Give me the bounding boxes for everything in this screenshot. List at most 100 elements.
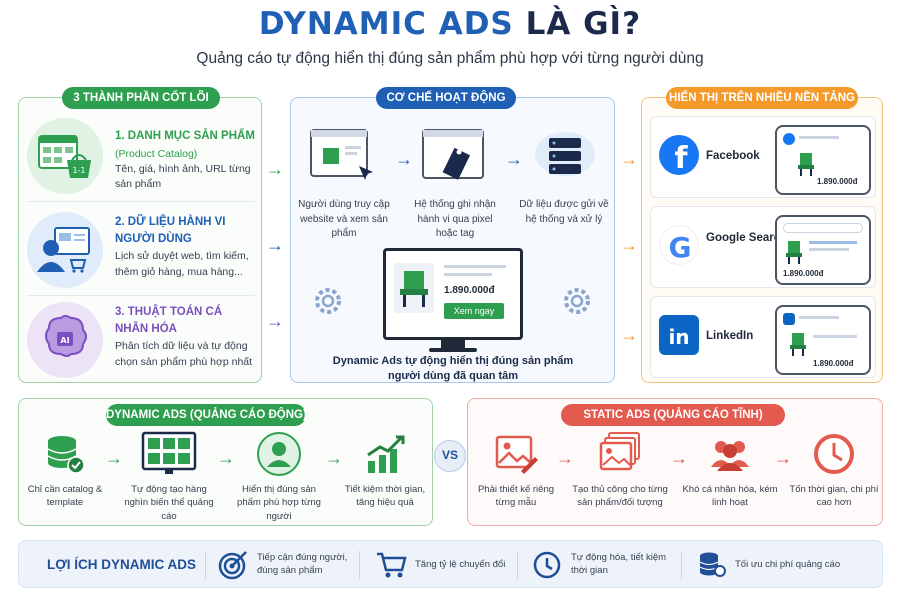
- user-target-icon: [256, 431, 302, 477]
- mechanism-step-3: Dữ liệu được gửi về hệ thống và xử lý: [519, 199, 609, 225]
- gear-icon: [313, 286, 343, 316]
- phone-mockup: 1.890.000đ: [775, 215, 871, 285]
- catalog-desc: Tên, giá, hình ảnh, URL từng sản phẩm: [115, 162, 251, 191]
- dynamic-step-1: Chỉ cần catalog & template: [23, 431, 107, 510]
- dynamic-step-3-text: Hiển thị đúng sản phẩm phù hợp từng ngườ…: [237, 484, 321, 522]
- component-algorithm: AI 3. THUẬT TOÁN CÁ NHÂN HÓA Phân tích d…: [27, 298, 255, 382]
- arrow-right-icon: →: [620, 235, 638, 255]
- ai-brain-icon: AI: [27, 302, 103, 378]
- view-now-button[interactable]: Xem ngay: [444, 303, 504, 319]
- chair-product-icon: [394, 263, 434, 313]
- chair-product-icon: [795, 151, 817, 177]
- avatar: [783, 133, 795, 145]
- benefit-4: Tối ưu chi phí quảng cáo: [695, 549, 855, 581]
- component-catalog: 1-1 1. DANH MỤC SẢN PHẨM (Product Catalo…: [27, 114, 255, 198]
- browser-icon: [309, 126, 381, 188]
- divider: [205, 551, 206, 579]
- dynamic-step-3: Hiển thị đúng sản phẩm phù hợp từng ngườ…: [229, 431, 329, 523]
- platform-facebook: f Facebook 1.890.000đ: [650, 116, 876, 198]
- arrow-right-icon: →: [266, 235, 284, 255]
- title-main: DYNAMIC ADS: [258, 6, 514, 42]
- benefit-4-text: Tối ưu chi phí quảng cáo: [735, 558, 841, 570]
- text-line: [799, 136, 839, 139]
- facebook-label: Facebook: [706, 150, 760, 162]
- platforms-panel: f Facebook 1.890.000đ G Google Search: [641, 97, 883, 383]
- mechanism-step-2: Hệ thống ghi nhận hành vi qua pixel hoặc…: [414, 199, 496, 239]
- static-step-1-text: Phải thiết kế riêng từng mẫu: [477, 484, 555, 509]
- dynamic-step-4-text: Tiết kiệm thời gian, tăng hiệu quả: [344, 484, 426, 509]
- static-step-2: Tạo thủ công cho từng sản phẩm/đối tượng: [568, 431, 672, 510]
- database-check-icon: [42, 431, 88, 477]
- monitor-base: [429, 348, 477, 352]
- image-edit-icon: [493, 431, 539, 477]
- divider: [359, 551, 360, 579]
- benefits-title: LỢI ÍCH DYNAMIC ADS: [47, 557, 197, 572]
- catalog-icon: 1-1: [27, 118, 103, 194]
- catalog-subheading: (Product Catalog): [115, 147, 198, 160]
- platform-google: G Google Search 1.890.000đ: [650, 206, 876, 288]
- vs-badge: VS: [434, 440, 466, 472]
- search-bar: [783, 223, 863, 233]
- ad-price: 1.890.000đ: [444, 285, 495, 296]
- dynamic-step-1-text: Chỉ cần catalog & template: [27, 484, 103, 509]
- ad-price: 1.890.000đ: [813, 359, 854, 368]
- clock-icon: [531, 549, 563, 581]
- benefits-panel: LỢI ÍCH DYNAMIC ADS Tiếp cận đúng người,…: [18, 540, 883, 588]
- gear-icon: [562, 286, 592, 316]
- arrow-right-icon: →: [105, 448, 123, 468]
- static-step-4: Tốn thời gian, chi phí cao hơn: [788, 431, 880, 510]
- static-step-1: Phải thiết kế riêng từng mẫu: [474, 431, 558, 510]
- benefit-2-text: Tăng tỷ lệ chuyển đổi: [415, 558, 506, 570]
- platform-linkedin: in LinkedIn 1.890.000đ: [650, 296, 876, 378]
- clock-icon: [811, 431, 857, 477]
- static-step-4-text: Tốn thời gian, chi phí cao hơn: [789, 484, 879, 509]
- google-label: Google Search: [706, 232, 788, 244]
- text-line: [444, 273, 492, 276]
- benefit-2: Tăng tỷ lệ chuyển đổi: [375, 549, 515, 581]
- text-line: [809, 241, 857, 244]
- arrow-right-icon: →: [774, 448, 792, 468]
- dynamic-step-4: Tiết kiệm thời gian, tăng hiệu quả: [339, 431, 431, 510]
- svg-text:1-1: 1-1: [72, 166, 85, 175]
- static-step-2-text: Tạo thủ công cho từng sản phẩm/đối tượng: [572, 484, 668, 509]
- arrow-right-icon: →: [395, 149, 413, 169]
- page-subtitle: Quảng cáo tự động hiển thị đúng sản phẩm…: [196, 50, 704, 67]
- mechanism-panel: → → Người dùng truy cập website và xem s…: [290, 97, 615, 383]
- text-line: [809, 248, 849, 251]
- svg-text:AI: AI: [60, 336, 69, 345]
- mechanism-title: CƠ CHẾ HOẠT ĐỘNG: [376, 87, 516, 109]
- algorithm-desc: Phân tích dữ liệu và tự động chọn sản ph…: [115, 340, 253, 368]
- arrow-right-icon: →: [620, 149, 638, 169]
- divider: [681, 551, 682, 579]
- mechanism-caption: Dynamic Ads tự động hiển thị đúng sản ph…: [332, 355, 574, 382]
- arrow-right-icon: →: [217, 448, 235, 468]
- google-icon: G: [659, 225, 699, 265]
- page-title: DYNAMIC ADS LÀ GÌ?: [0, 6, 900, 42]
- text-line: [799, 316, 839, 319]
- facebook-icon: f: [659, 135, 699, 176]
- static-step-3: Khó cá nhân hóa, kém linh hoạt: [682, 431, 778, 510]
- static-ads-title: STATIC ADS (QUẢNG CÁO TĨNH): [561, 404, 785, 426]
- target-icon: [217, 549, 249, 581]
- behavior-heading: 2. DỮ LIỆU HÀNH VI NGƯỜI DÙNG: [115, 216, 226, 245]
- behavior-desc: Lịch sử duyệt web, tìm kiếm, thêm giỏ hà…: [115, 250, 249, 278]
- components-title: 3 THÀNH PHẦN CỐT LÕI: [62, 87, 220, 109]
- growth-chart-icon: [362, 431, 408, 477]
- divider: [517, 551, 518, 579]
- text-line: [444, 265, 506, 268]
- grid-monitor-icon: [141, 431, 197, 477]
- divider: [27, 295, 255, 296]
- arrow-right-icon: →: [505, 149, 523, 169]
- server-icon: [529, 126, 601, 188]
- phone-mockup: 1.890.000đ: [775, 305, 871, 375]
- dynamic-step-2-text: Tự động tạo hàng nghìn biến thể quảng cá…: [124, 484, 214, 522]
- text-line: [813, 335, 857, 338]
- components-panel: 1-1 1. DANH MỤC SẢN PHẨM (Product Catalo…: [18, 97, 262, 383]
- arrow-right-icon: →: [266, 311, 284, 331]
- platforms-title: HIỂN THỊ TRÊN NHIỀU NỀN TẢNG: [666, 87, 858, 109]
- dynamic-ads-title: DYNAMIC ADS (QUẢNG CÁO ĐỘNG): [106, 404, 307, 426]
- ad-price: 1.890.000đ: [783, 269, 824, 278]
- arrow-right-icon: →: [620, 325, 638, 345]
- svg-text:in: in: [668, 325, 689, 349]
- arrow-right-icon: →: [325, 448, 343, 468]
